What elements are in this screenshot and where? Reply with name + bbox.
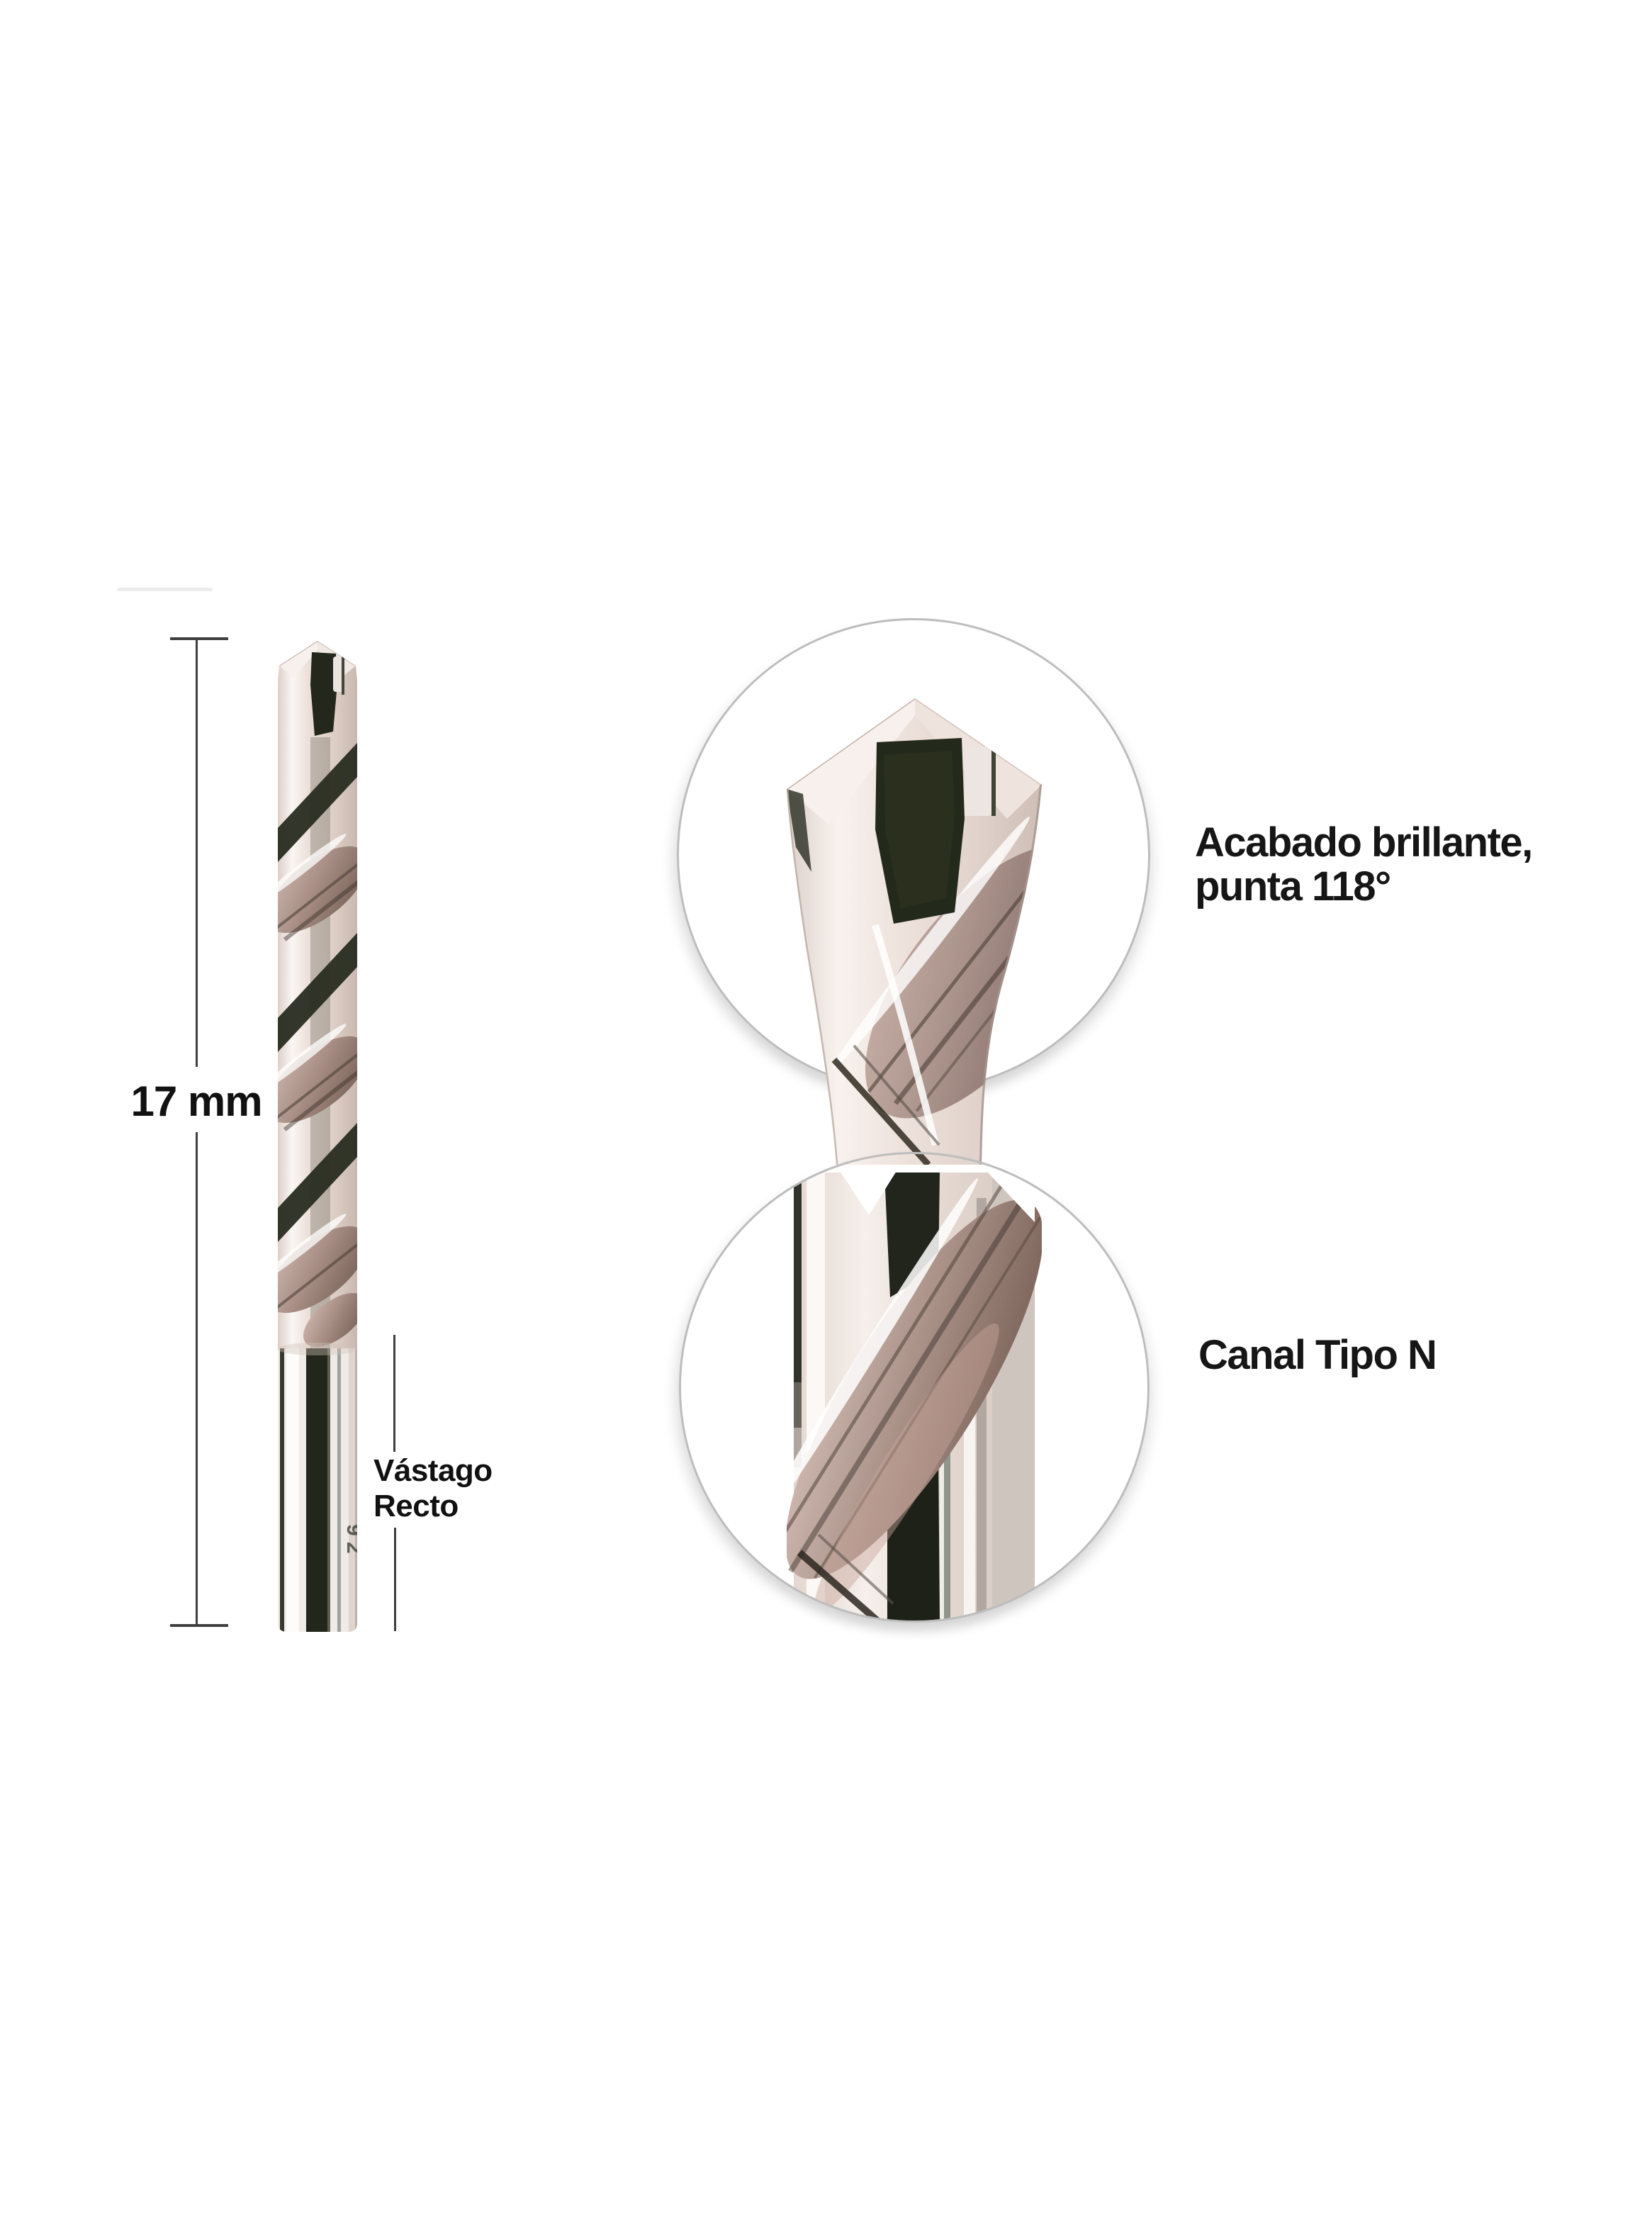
callout-flute-type: Canal Tipo N [1198,1332,1437,1378]
shank-annotation-label: Vástago Recto [373,1453,493,1523]
drill-tip-detail-art [787,698,1042,1165]
scan-artifact [117,588,213,591]
dimension-label: 17 mm [130,1078,262,1125]
detail-circle-flute [679,1152,1150,1623]
dimension-line-upper [196,639,198,1067]
drill-bit-illustration: 9 2 [278,641,360,1632]
shank-annotation-line-upper [393,1335,395,1452]
shank-marking-text: 9 2 [342,1524,360,1554]
dimension-line-lower [196,1132,198,1625]
dimension-tick-bottom [170,1624,228,1627]
callout-tip-finish: Acabado brillante, punta 118° [1195,819,1533,910]
drill-detail-layers: 9 2 [278,641,360,1632]
shank-annotation-line-lower [394,1528,396,1631]
dimension-tick-top [170,637,228,640]
